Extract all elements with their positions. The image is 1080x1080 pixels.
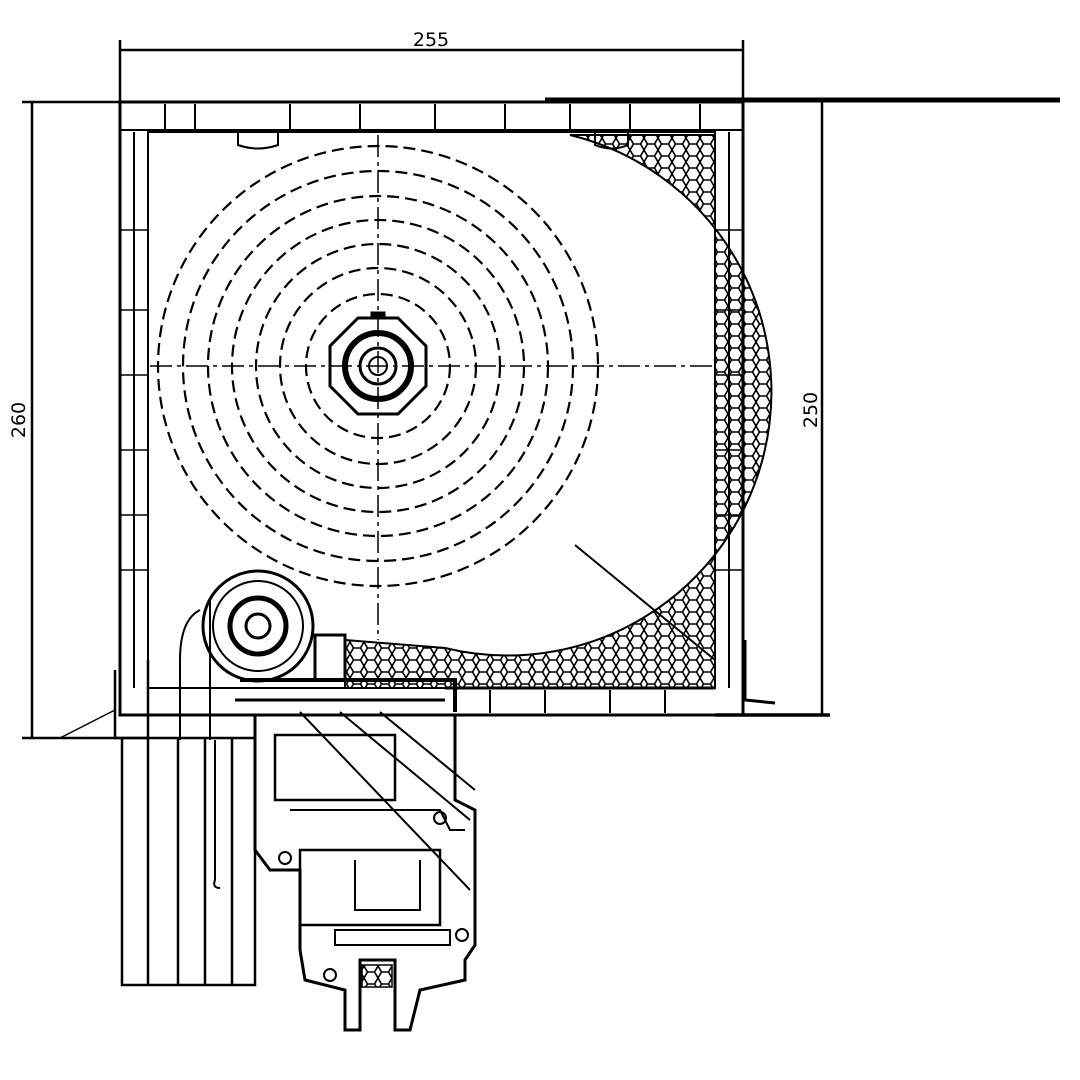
shutter-guide-rail	[113, 660, 257, 987]
dimension-height-right-label: 250	[800, 392, 822, 428]
window-frame-profile	[253, 711, 477, 1032]
roll-centerlines	[150, 135, 712, 640]
insulation-divider	[574, 544, 716, 661]
guide-roller	[179, 569, 457, 740]
dimension-left	[22, 100, 240, 740]
roll-axle	[328, 311, 428, 416]
dimension-height-left-label: 260	[8, 402, 30, 438]
dimension-width-label: 255	[413, 29, 449, 51]
dimension-top	[118, 40, 745, 102]
insulation-hex-fill	[344, 134, 773, 689]
